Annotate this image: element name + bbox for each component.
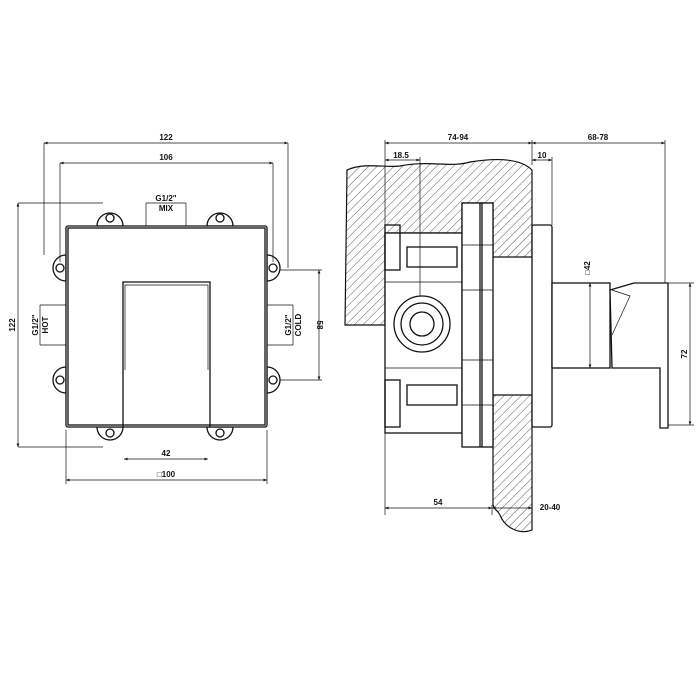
dim-fixing-width: 106 [159, 153, 173, 162]
cold-thread: G1/2" [284, 314, 293, 335]
side-view: 74-94 68-78 18.5 10 54 20-40 □42 72 [344, 133, 694, 533]
handle-outline [122, 281, 211, 427]
dim-handle-width: 42 [162, 449, 171, 458]
dim-inlet-spacing: 58 [315, 321, 324, 330]
hot-thread: G1/2" [31, 314, 40, 335]
dim-wall: 20-40 [540, 503, 561, 512]
mix-thread: G1/2" [155, 194, 176, 203]
cold-label: COLD [294, 313, 303, 336]
dim-body: 54 [434, 498, 443, 507]
dim-plate-thickness: 10 [538, 151, 547, 160]
dim-axis-offset: 18.5 [393, 151, 409, 160]
lever-handle [609, 282, 669, 429]
outlet-port [393, 295, 451, 353]
dim-plate: □100 [157, 470, 176, 479]
mix-label: MIX [159, 204, 174, 213]
wall-section-bottom [492, 394, 533, 533]
stem [551, 282, 611, 369]
dim-overall-height: 122 [8, 318, 17, 332]
dim-handle-height: 72 [680, 349, 689, 358]
mounting-lugs [52, 212, 281, 441]
dim-projection: 68-78 [588, 133, 609, 142]
dim-overall-width: 122 [159, 133, 173, 142]
front-view: 122 106 G1/2" MIX 122 G1/2" HOT G1/2" CO… [8, 133, 324, 484]
hot-label: HOT [41, 316, 50, 333]
dim-body-depth: 74-94 [448, 133, 469, 142]
valve-body [384, 232, 463, 434]
dim-stem: □42 [583, 261, 592, 275]
wall-plate [531, 224, 553, 428]
mounting-flange [461, 202, 494, 448]
cover-plate [65, 225, 268, 428]
